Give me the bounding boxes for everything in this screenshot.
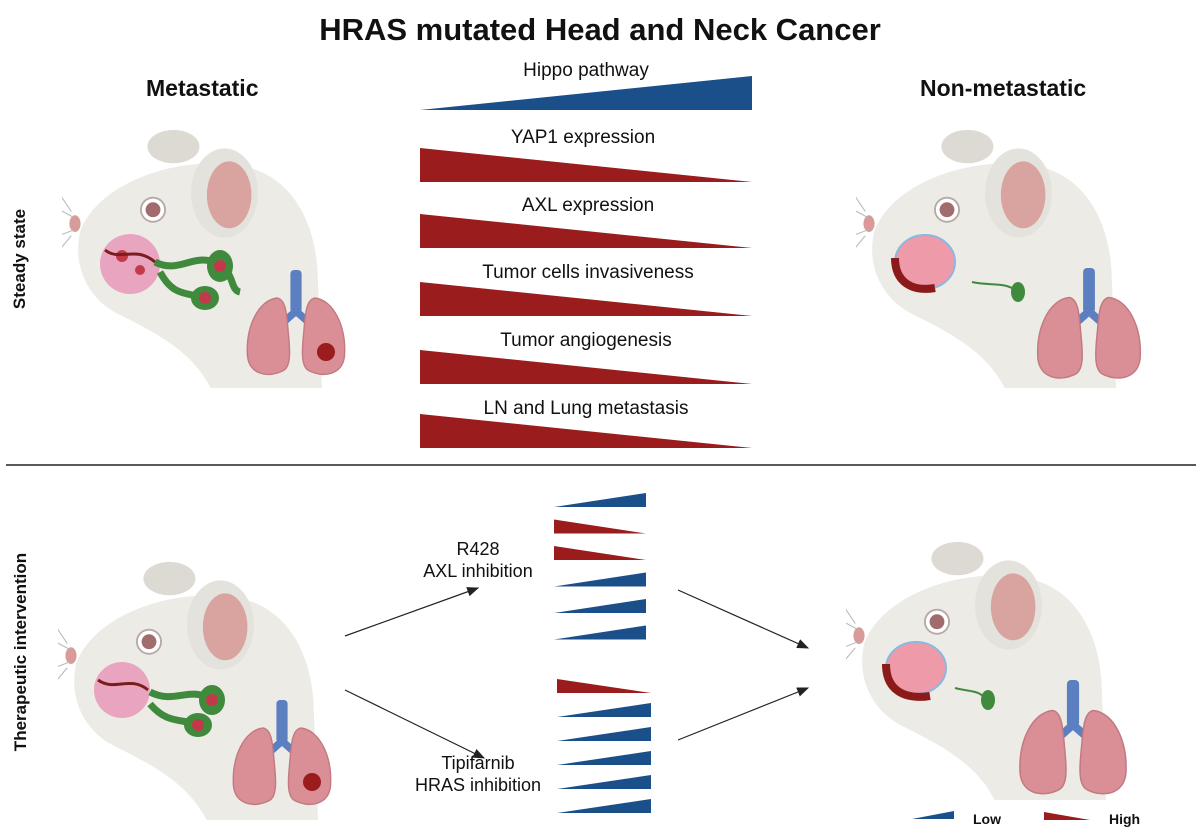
marker-label-invasiveness: Tumor cells invasiveness	[482, 262, 694, 283]
tumor-icon-steady-metastatic	[100, 234, 160, 294]
legend-high-wedge-icon	[1044, 812, 1090, 820]
tipifarnib-wedge-icon-2	[557, 703, 651, 717]
tipifarnib-wedge-icon-6	[557, 799, 651, 813]
wedge-icon-2	[420, 148, 752, 182]
wedge-icon-5	[420, 350, 752, 384]
r428-wedge-icon-6	[554, 625, 646, 640]
arrow-icon-to-tipifarnib	[344, 689, 486, 759]
column-header-metastatic: Metastatic	[146, 75, 259, 101]
arrow-icon-tipifarnib-to-outcome	[677, 687, 810, 741]
r428-wedge-icon-1	[554, 493, 646, 507]
r428-wedge-icon-5	[554, 599, 646, 613]
steady-state-wedges	[420, 76, 752, 448]
r428-wedge-icon-2	[554, 519, 646, 534]
wedge-icon-3	[420, 214, 752, 248]
marker-label-angiogenesis: Tumor angiogenesis	[500, 330, 672, 351]
lymph-node-icon-intervention-non-metastatic	[954, 687, 995, 710]
wedge-icon-6	[420, 414, 752, 448]
lung-icon-steady-metastatic	[247, 270, 344, 374]
arrow-icon-to-r428	[344, 587, 480, 637]
intervention-r428-name: R428	[456, 539, 500, 559]
lymph-node-icon-steady-non-metastatic	[971, 281, 1025, 302]
intervention-r428-action: AXL inhibition	[423, 561, 533, 581]
tipifarnib-wedge-icon-4	[557, 751, 651, 765]
intervention-tipifarnib-action: HRAS inhibition	[414, 775, 542, 795]
intervention-tipifarnib-label: Tipifarnib HRAS inhibition	[378, 752, 578, 796]
legend-low-label: Low	[973, 811, 1001, 827]
tumor-icon-steady-non-metastatic	[891, 234, 956, 293]
arrow-icon-r428-to-outcome	[677, 589, 810, 649]
tipifarnib-wedge-icon-3	[557, 727, 651, 741]
legend-low-wedge-icon	[912, 811, 954, 819]
intervention-r428-label: R428 AXL inhibition	[378, 538, 578, 582]
legend-high-label: High	[1109, 811, 1141, 827]
intervention-tipifarnib-name: Tipifarnib	[441, 753, 515, 773]
r428-wedge-icon-3	[554, 546, 646, 560]
wedge-icon-4	[420, 282, 752, 316]
wedge-icon-1	[420, 76, 752, 110]
tumor-icon-intervention-non-metastatic	[882, 641, 947, 701]
marker-label-axl: AXL expression	[521, 195, 655, 216]
marker-label-metastasis: LN and Lung metastasis	[483, 398, 689, 419]
column-header-non-metastatic: Non-metastatic	[920, 75, 1087, 101]
r428-wedge-icon-4	[554, 572, 646, 587]
page-title: HRAS mutated Head and Neck Cancer	[319, 12, 881, 47]
tipifarnib-wedge-icons	[557, 679, 651, 813]
lymph-node-icon-steady-metastatic	[153, 250, 242, 310]
marker-label-hippo: Hippo pathway	[523, 60, 649, 81]
marker-label-yap1: YAP1 expression	[510, 127, 656, 148]
tipifarnib-wedge-icon-5	[557, 775, 651, 789]
mouse-head-icon-intervention-metastatic	[58, 560, 318, 820]
lymph-node-icon-intervention-metastatic	[147, 685, 225, 737]
tumor-icon-intervention-metastatic	[94, 662, 150, 718]
r428-wedge-icons	[554, 493, 646, 640]
tipifarnib-wedge-icon-1	[557, 679, 651, 693]
lung-icon-intervention-metastatic	[233, 700, 330, 804]
